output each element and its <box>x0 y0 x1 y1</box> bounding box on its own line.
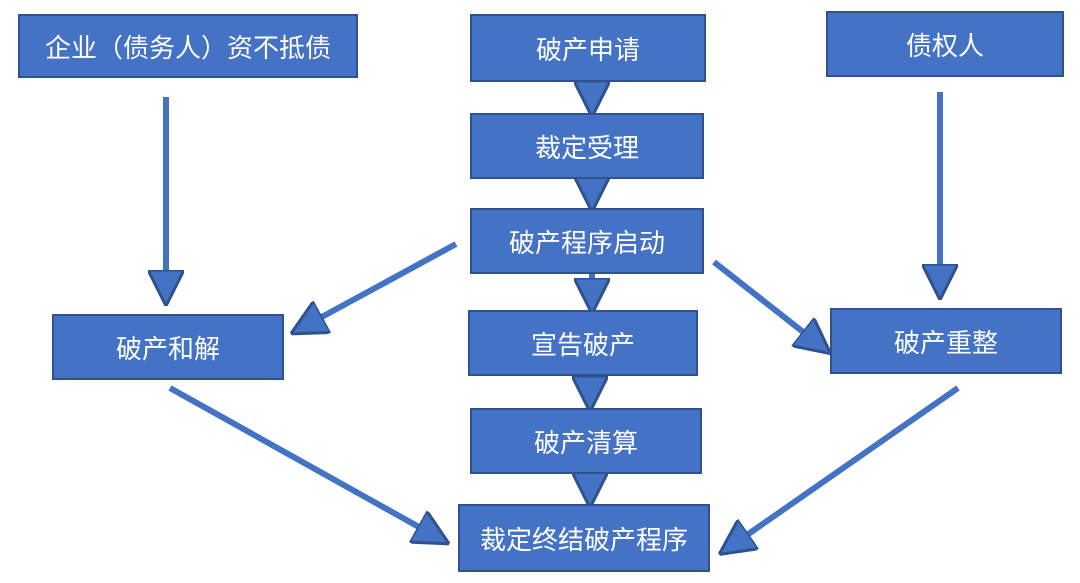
node-label: 破产申请 <box>535 35 640 66</box>
node-ruling-acceptance: 裁定受理 <box>470 113 704 179</box>
node-label: 破产和解 <box>115 334 220 365</box>
node-label: 宣告破产 <box>530 330 635 361</box>
node-label: 破产程序启动 <box>508 228 665 259</box>
node-creditor: 债权人 <box>826 11 1064 77</box>
node-label: 裁定终结破产程序 <box>479 525 688 556</box>
node-label: 破产重整 <box>893 328 998 359</box>
node-label: 裁定受理 <box>534 133 639 164</box>
node-declare-bankruptcy: 宣告破产 <box>468 310 698 376</box>
node-proceedings-start: 破产程序启动 <box>470 208 704 274</box>
arrow-proceedings-start-to-reorganization <box>712 259 826 350</box>
node-reorganization: 破产重整 <box>830 308 1062 374</box>
node-bankruptcy-application: 破产申请 <box>470 14 706 82</box>
arrow-reconciliation-to-ruling-termination <box>168 385 444 541</box>
node-liquidation: 破产清算 <box>470 408 702 474</box>
node-label: 企业（债务人）资不抵债 <box>44 33 331 64</box>
node-label: 破产清算 <box>533 428 638 459</box>
node-reconciliation: 破产和解 <box>52 314 284 380</box>
arrow-proceedings-start-to-reconciliation <box>296 241 458 331</box>
node-ruling-termination: 裁定终结破产程序 <box>458 504 710 572</box>
arrow-reorganization-to-ruling-termination <box>724 385 960 551</box>
node-debtor-insolvent: 企业（债务人）资不抵债 <box>18 14 358 78</box>
node-label: 债权人 <box>905 31 984 62</box>
